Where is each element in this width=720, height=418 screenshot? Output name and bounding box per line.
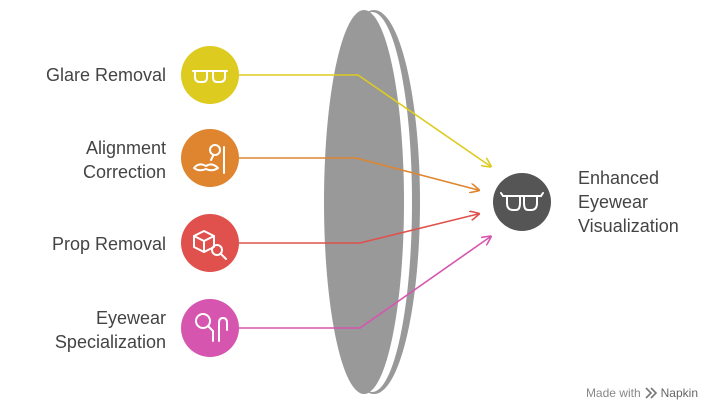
box-magnifier-icon (193, 230, 227, 260)
lens-shape (324, 10, 420, 394)
connector-prop-removal (238, 214, 478, 244)
connector-alignment-correction (238, 157, 478, 190)
label-eyewear-specialization: Eyewear Specialization (54, 308, 166, 352)
glasses-icon (192, 70, 228, 83)
label-prop-removal: Prop Removal (51, 234, 166, 254)
node-glare-removal (181, 46, 239, 104)
connector-eyewear-specialization (238, 237, 490, 329)
node-eyewear-specialization (181, 299, 239, 357)
node-enhanced-eyewear-visualization (493, 173, 551, 231)
label-enhanced-eyewear-visualization: Enhanced Eyewear Visualization (578, 168, 679, 236)
footer-watermark: Made with Napkin (586, 386, 698, 400)
label-glare-removal: Glare Removal (45, 65, 166, 85)
napkin-brand-text: Napkin (660, 386, 698, 400)
glasses-icon (500, 192, 544, 211)
monocle-mustache-icon (193, 144, 225, 174)
label-alignment-correction: Alignment Correction (82, 138, 166, 182)
connector-glare-removal (238, 74, 490, 166)
monocle-icon (195, 313, 228, 342)
made-with-text: Made with (585, 386, 641, 400)
node-alignment-correction (181, 129, 239, 187)
node-prop-removal (181, 214, 239, 272)
napkin-logo-icon (645, 387, 657, 399)
